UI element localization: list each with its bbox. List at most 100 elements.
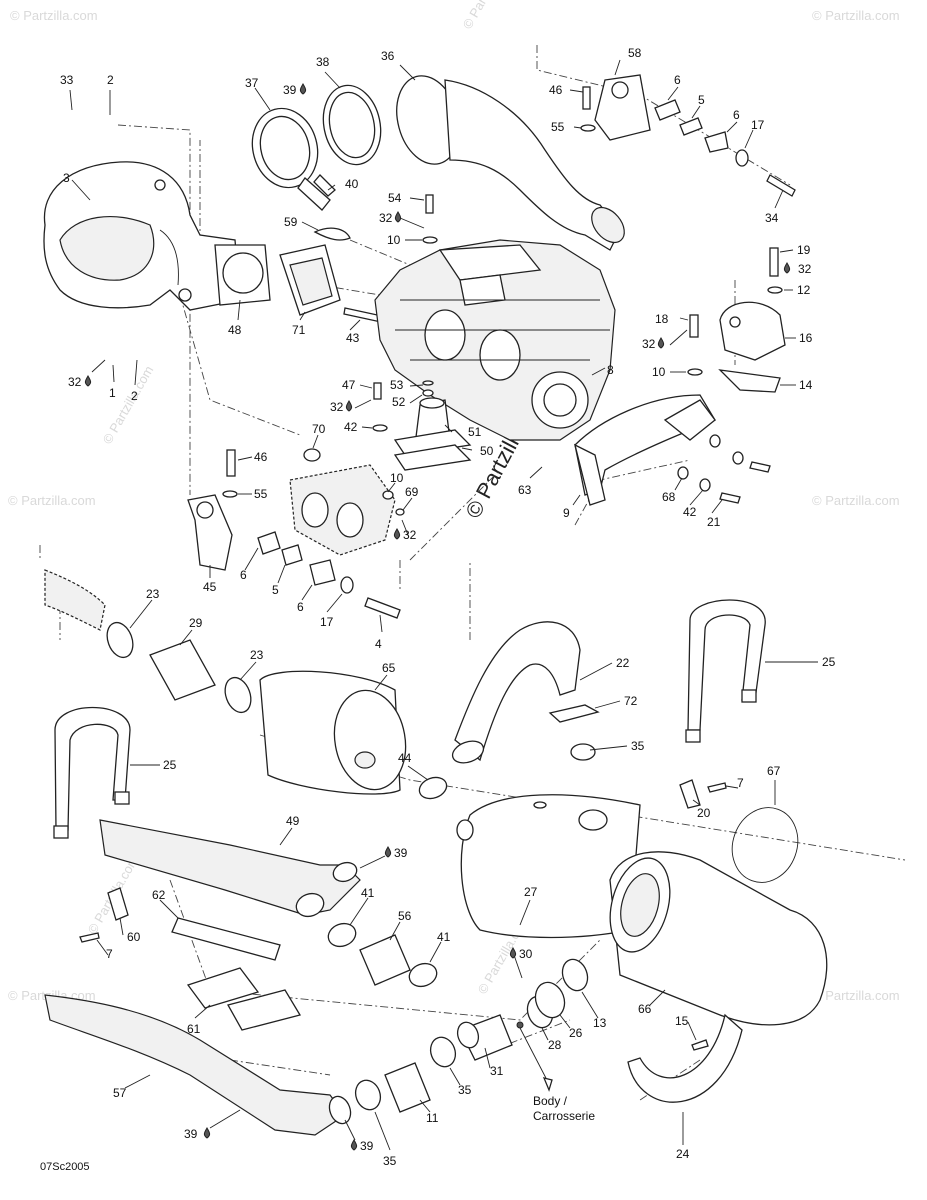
label-51: 51 xyxy=(468,425,482,439)
drop-icon xyxy=(345,400,353,412)
pipe-57 xyxy=(44,994,352,1136)
label-10: 10 xyxy=(387,233,401,247)
label-28: 28 xyxy=(548,1038,562,1052)
label-42b: 42 xyxy=(683,505,697,519)
tie-67 xyxy=(731,807,799,883)
label-26: 26 xyxy=(569,1026,583,1040)
label-41b: 41 xyxy=(437,930,451,944)
label-63: 63 xyxy=(518,483,532,497)
label-19: 19 xyxy=(797,243,811,257)
label-11: 11 xyxy=(426,1111,439,1125)
label-42: 42 xyxy=(344,420,358,434)
label-31: 31 xyxy=(490,1064,504,1078)
label-14: 14 xyxy=(799,378,813,392)
label-32b: 32 xyxy=(798,262,812,276)
bracket-24 xyxy=(627,1013,743,1103)
label-71: 71 xyxy=(292,323,306,337)
label-25b: 25 xyxy=(163,758,177,772)
label-3: 3 xyxy=(63,171,70,185)
label-35c: 35 xyxy=(383,1154,397,1168)
support-9 xyxy=(574,394,716,506)
adapter-71 xyxy=(279,244,341,316)
label-16: 16 xyxy=(799,331,813,345)
label-29: 29 xyxy=(189,616,203,630)
label-6c: 6 xyxy=(240,568,247,582)
label-70: 70 xyxy=(312,422,326,436)
body-note-line2: Carrosserie xyxy=(533,1109,595,1123)
label-65: 65 xyxy=(382,661,396,675)
label-23b: 23 xyxy=(250,648,264,662)
muffler-66 xyxy=(609,851,828,1026)
label-32c: 32 xyxy=(642,337,656,351)
label-4: 4 xyxy=(375,637,382,651)
label-5b: 5 xyxy=(272,583,279,597)
label-1: 1 xyxy=(109,386,116,400)
label-30: 30 xyxy=(519,947,533,961)
label-53: 53 xyxy=(390,378,404,392)
strap-25-left xyxy=(53,706,131,839)
pad-61a xyxy=(186,967,260,1009)
part-labels: 33 2 3 37 39 38 36 58 46 6 5 55 6 17 34 … xyxy=(60,46,836,1168)
label-55: 55 xyxy=(551,120,565,134)
drop-icon xyxy=(657,337,665,349)
label-6d: 6 xyxy=(297,600,304,614)
label-35: 35 xyxy=(631,739,645,753)
label-23: 23 xyxy=(146,587,160,601)
bracket-16 xyxy=(718,247,786,393)
muffler-65 xyxy=(259,670,407,795)
pipe-29-group xyxy=(44,569,252,714)
label-18: 18 xyxy=(655,312,669,326)
label-72: 72 xyxy=(624,694,638,708)
drop-icon xyxy=(394,211,402,223)
label-17b: 17 xyxy=(320,615,334,629)
ring-38 xyxy=(322,84,382,166)
muffler-27 xyxy=(456,794,641,939)
pad-62 xyxy=(171,917,281,961)
watermark-slanted-4: © Partzilla.com xyxy=(460,0,517,32)
label-43: 43 xyxy=(346,331,360,345)
label-48: 48 xyxy=(228,323,242,337)
exhaust-manifold-70 xyxy=(289,448,405,556)
label-36: 36 xyxy=(381,49,395,63)
label-10c: 10 xyxy=(390,471,404,485)
label-24: 24 xyxy=(676,1147,690,1161)
label-60: 60 xyxy=(127,930,141,944)
label-33: 33 xyxy=(60,73,74,87)
label-20: 20 xyxy=(697,806,711,820)
label-58: 58 xyxy=(628,46,642,60)
drop-icon xyxy=(509,947,517,959)
label-34: 34 xyxy=(765,211,779,225)
hose-56-group xyxy=(327,922,438,988)
label-54: 54 xyxy=(388,191,402,205)
drop-icon xyxy=(203,1127,211,1139)
clamp-44 xyxy=(418,776,448,800)
label-39c: 39 xyxy=(184,1127,198,1141)
leader-lines xyxy=(69,59,818,1151)
watermark-left: © Partzilla.com xyxy=(8,493,96,508)
drop-icon xyxy=(350,1139,358,1151)
label-5: 5 xyxy=(698,93,705,107)
pipe-49 xyxy=(99,819,361,918)
label-10b: 10 xyxy=(652,365,666,379)
watermark-bottom-right: © Partzilla.com xyxy=(812,988,900,1003)
label-56: 56 xyxy=(398,909,412,923)
watermark-slanted-3: © Partzilla.com xyxy=(100,363,157,446)
bolt-46-top xyxy=(582,86,591,110)
watermark-top-left: © Partzilla.com xyxy=(10,8,98,23)
drop-icon xyxy=(84,375,92,387)
label-50: 50 xyxy=(480,444,494,458)
label-8: 8 xyxy=(607,363,614,377)
fasteners-68-42-21 xyxy=(677,434,771,504)
exhaust-pipe-36 xyxy=(396,75,625,251)
label-7: 7 xyxy=(737,776,744,790)
exhaust-manifold xyxy=(43,161,241,311)
diagram-code: 07Sc2005 xyxy=(40,1161,90,1173)
label-46: 46 xyxy=(549,83,563,97)
mount-51 xyxy=(372,380,472,471)
label-40: 40 xyxy=(345,177,359,191)
drop-icon xyxy=(299,83,307,95)
label-2: 2 xyxy=(107,73,114,87)
label-21: 21 xyxy=(707,515,721,529)
label-32d: 32 xyxy=(68,375,82,389)
label-37: 37 xyxy=(245,76,259,90)
